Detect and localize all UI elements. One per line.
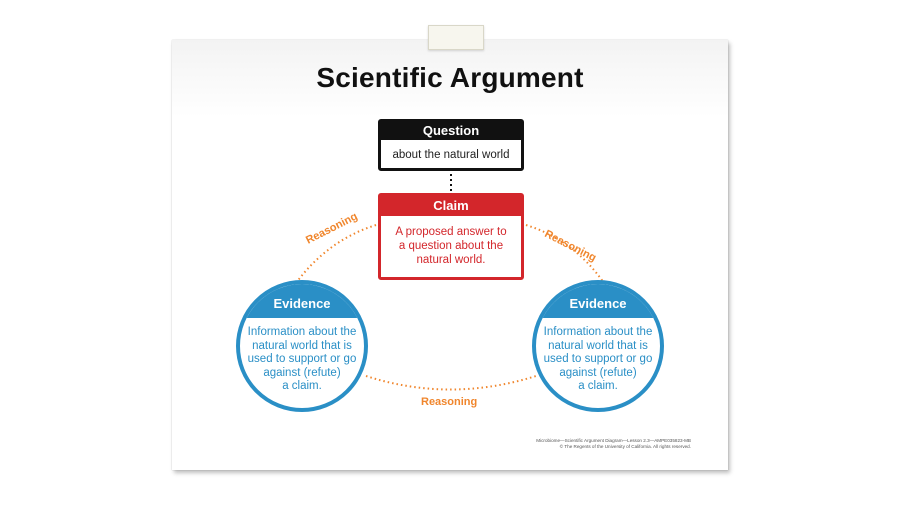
footer-copyright-line: © The Regents of the University of Calif…	[559, 444, 691, 449]
tape-strip	[428, 25, 484, 50]
question-text: about the natural world	[392, 149, 510, 161]
evidence-circle-right: Evidence Information about the natural w…	[532, 280, 664, 412]
claim-header: Claim	[381, 196, 521, 216]
evidence-circle-left: Evidence Information about the natural w…	[236, 280, 368, 412]
reasoning-arc-bottom	[365, 375, 537, 391]
reasoning-label-bottom: Reasoning	[421, 396, 478, 408]
page-title: Scientific Argument	[316, 62, 584, 93]
evidence-right-text: Information about the natural world that…	[543, 326, 653, 392]
claim-text: A proposed answer to a question about th…	[395, 226, 507, 266]
claim-box: Claim A proposed answer to a question ab…	[378, 193, 524, 280]
question-box: Question about the natural world	[378, 119, 524, 171]
reasoning-arc-right	[525, 224, 605, 284]
evidence-left-text: Information about the natural world that…	[247, 326, 357, 392]
footer-credit-line: Microbiome—Scientific Argument Diagram—L…	[536, 438, 691, 443]
question-header: Question	[381, 122, 521, 140]
